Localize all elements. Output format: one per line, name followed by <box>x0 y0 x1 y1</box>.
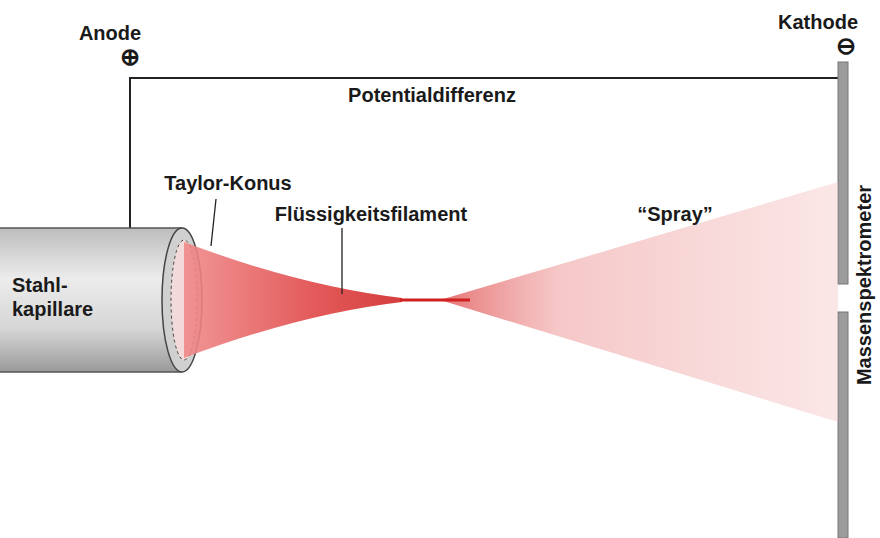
electrode-label: Kathode <box>778 10 858 34</box>
spray-plume <box>440 182 838 422</box>
wire <box>130 78 843 228</box>
leader-line <box>211 199 216 246</box>
cathode-plate <box>838 312 848 538</box>
polarity-symbol: ⊕ <box>120 43 140 72</box>
part-label: “Spray” <box>637 202 713 226</box>
liquid-filament <box>400 299 470 302</box>
part-label: Taylor-Konus <box>164 171 291 195</box>
part-label: Flüssigkeitsfilament <box>275 202 467 226</box>
polarity-symbol: ⊖ <box>836 32 856 61</box>
taylor-cone <box>184 242 402 358</box>
steel-capillary <box>0 228 182 372</box>
electrode-label: Anode <box>79 21 141 45</box>
part-label: Stahl- kapillare <box>12 273 112 321</box>
cathode-plate <box>838 62 848 284</box>
instrument-label: Massenspektrometer <box>852 185 876 385</box>
leader-line <box>341 228 342 294</box>
voltage-label: Potentialdifferenz <box>348 83 516 107</box>
